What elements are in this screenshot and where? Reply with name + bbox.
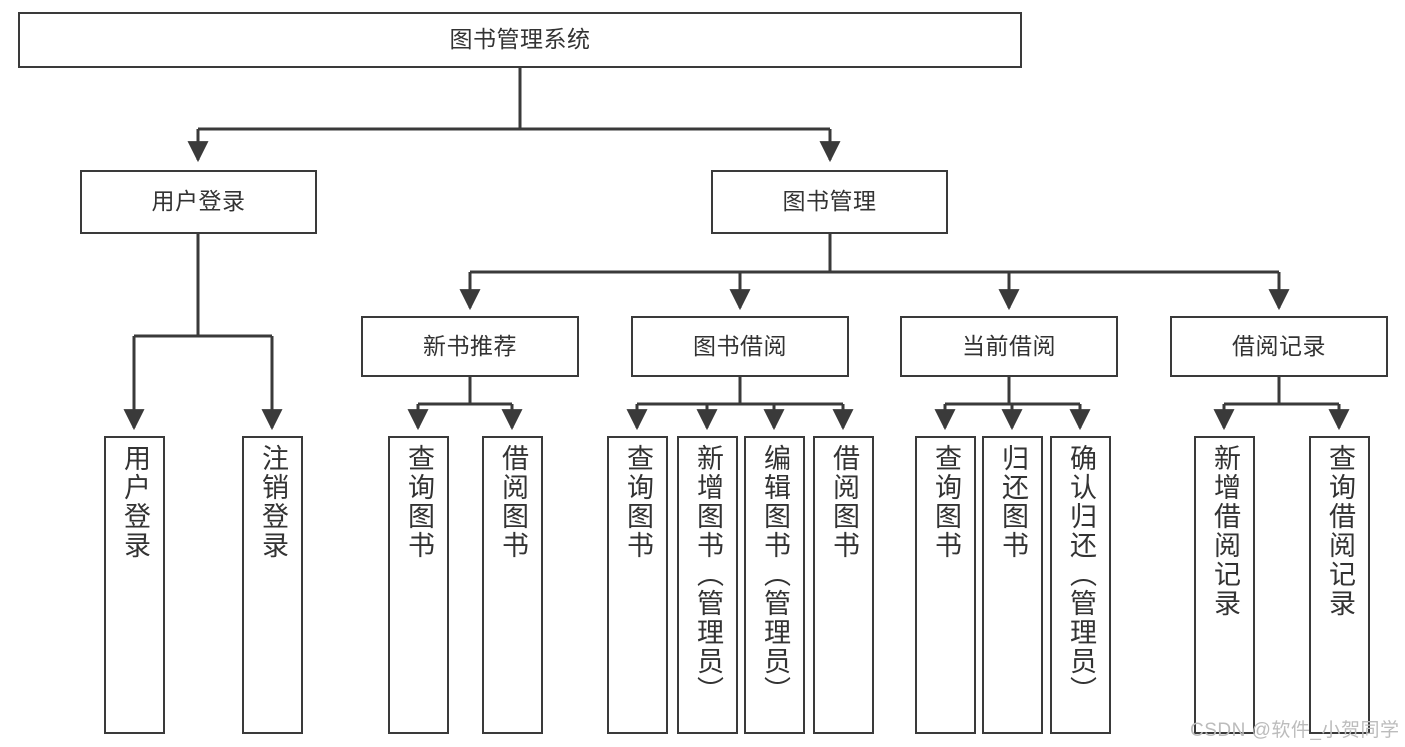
node-leaf-query-book-1-label: 查询图书 xyxy=(404,444,434,560)
node-book-management[interactable]: 图书管理 xyxy=(711,170,948,234)
node-book-management-label: 图书管理 xyxy=(782,188,877,215)
node-leaf-query-record[interactable]: 查询借阅记录 xyxy=(1309,436,1370,734)
node-leaf-logout-login[interactable]: 注销登录 xyxy=(242,436,303,734)
node-leaf-add-book[interactable]: 新增图书（管理员） xyxy=(677,436,738,734)
node-leaf-query-book-2[interactable]: 查询图书 xyxy=(607,436,668,734)
node-current-borrow-label: 当前借阅 xyxy=(962,332,1056,359)
node-leaf-borrow-book-1[interactable]: 借阅图书 xyxy=(482,436,543,734)
node-leaf-borrow-book-2-label: 借阅图书 xyxy=(829,444,859,560)
node-book-borrow[interactable]: 图书借阅 xyxy=(631,316,849,377)
node-leaf-user-login[interactable]: 用户登录 xyxy=(104,436,165,734)
node-book-borrow-label: 图书借阅 xyxy=(693,332,787,359)
node-root[interactable]: 图书管理系统 xyxy=(18,12,1022,68)
watermark: CSDN @软件_小贺同学 xyxy=(1190,720,1400,741)
node-current-borrow[interactable]: 当前借阅 xyxy=(900,316,1118,377)
node-leaf-return-book[interactable]: 归还图书 xyxy=(982,436,1043,734)
node-leaf-add-record-label: 新增借阅记录 xyxy=(1210,444,1240,618)
node-user-login[interactable]: 用户登录 xyxy=(80,170,317,234)
node-leaf-confirm-return-label: 确认归还（管理员） xyxy=(1066,444,1096,705)
node-leaf-logout-login-label: 注销登录 xyxy=(258,444,288,560)
node-leaf-edit-book-label: 编辑图书（管理员） xyxy=(760,444,790,705)
node-leaf-confirm-return[interactable]: 确认归还（管理员） xyxy=(1050,436,1111,734)
node-leaf-add-book-label: 新增图书（管理员） xyxy=(693,444,723,705)
node-borrow-record-label: 借阅记录 xyxy=(1232,332,1326,359)
node-leaf-borrow-book-1-label: 借阅图书 xyxy=(498,444,528,560)
node-new-book-recommend-label: 新书推荐 xyxy=(423,332,517,359)
node-leaf-add-record[interactable]: 新增借阅记录 xyxy=(1194,436,1255,734)
node-leaf-query-book-3[interactable]: 查询图书 xyxy=(915,436,976,734)
node-leaf-query-book-3-label: 查询图书 xyxy=(931,444,961,560)
node-new-book-recommend[interactable]: 新书推荐 xyxy=(361,316,579,377)
node-leaf-edit-book[interactable]: 编辑图书（管理员） xyxy=(744,436,805,734)
node-leaf-query-book-1[interactable]: 查询图书 xyxy=(388,436,449,734)
node-leaf-user-login-label: 用户登录 xyxy=(120,444,150,560)
node-leaf-query-record-label: 查询借阅记录 xyxy=(1325,444,1355,618)
node-user-login-label: 用户登录 xyxy=(151,188,246,215)
node-borrow-record[interactable]: 借阅记录 xyxy=(1170,316,1388,377)
node-leaf-return-book-label: 归还图书 xyxy=(998,444,1028,560)
node-leaf-query-book-2-label: 查询图书 xyxy=(623,444,653,560)
node-leaf-borrow-book-2[interactable]: 借阅图书 xyxy=(813,436,874,734)
node-root-label: 图书管理系统 xyxy=(449,26,591,53)
